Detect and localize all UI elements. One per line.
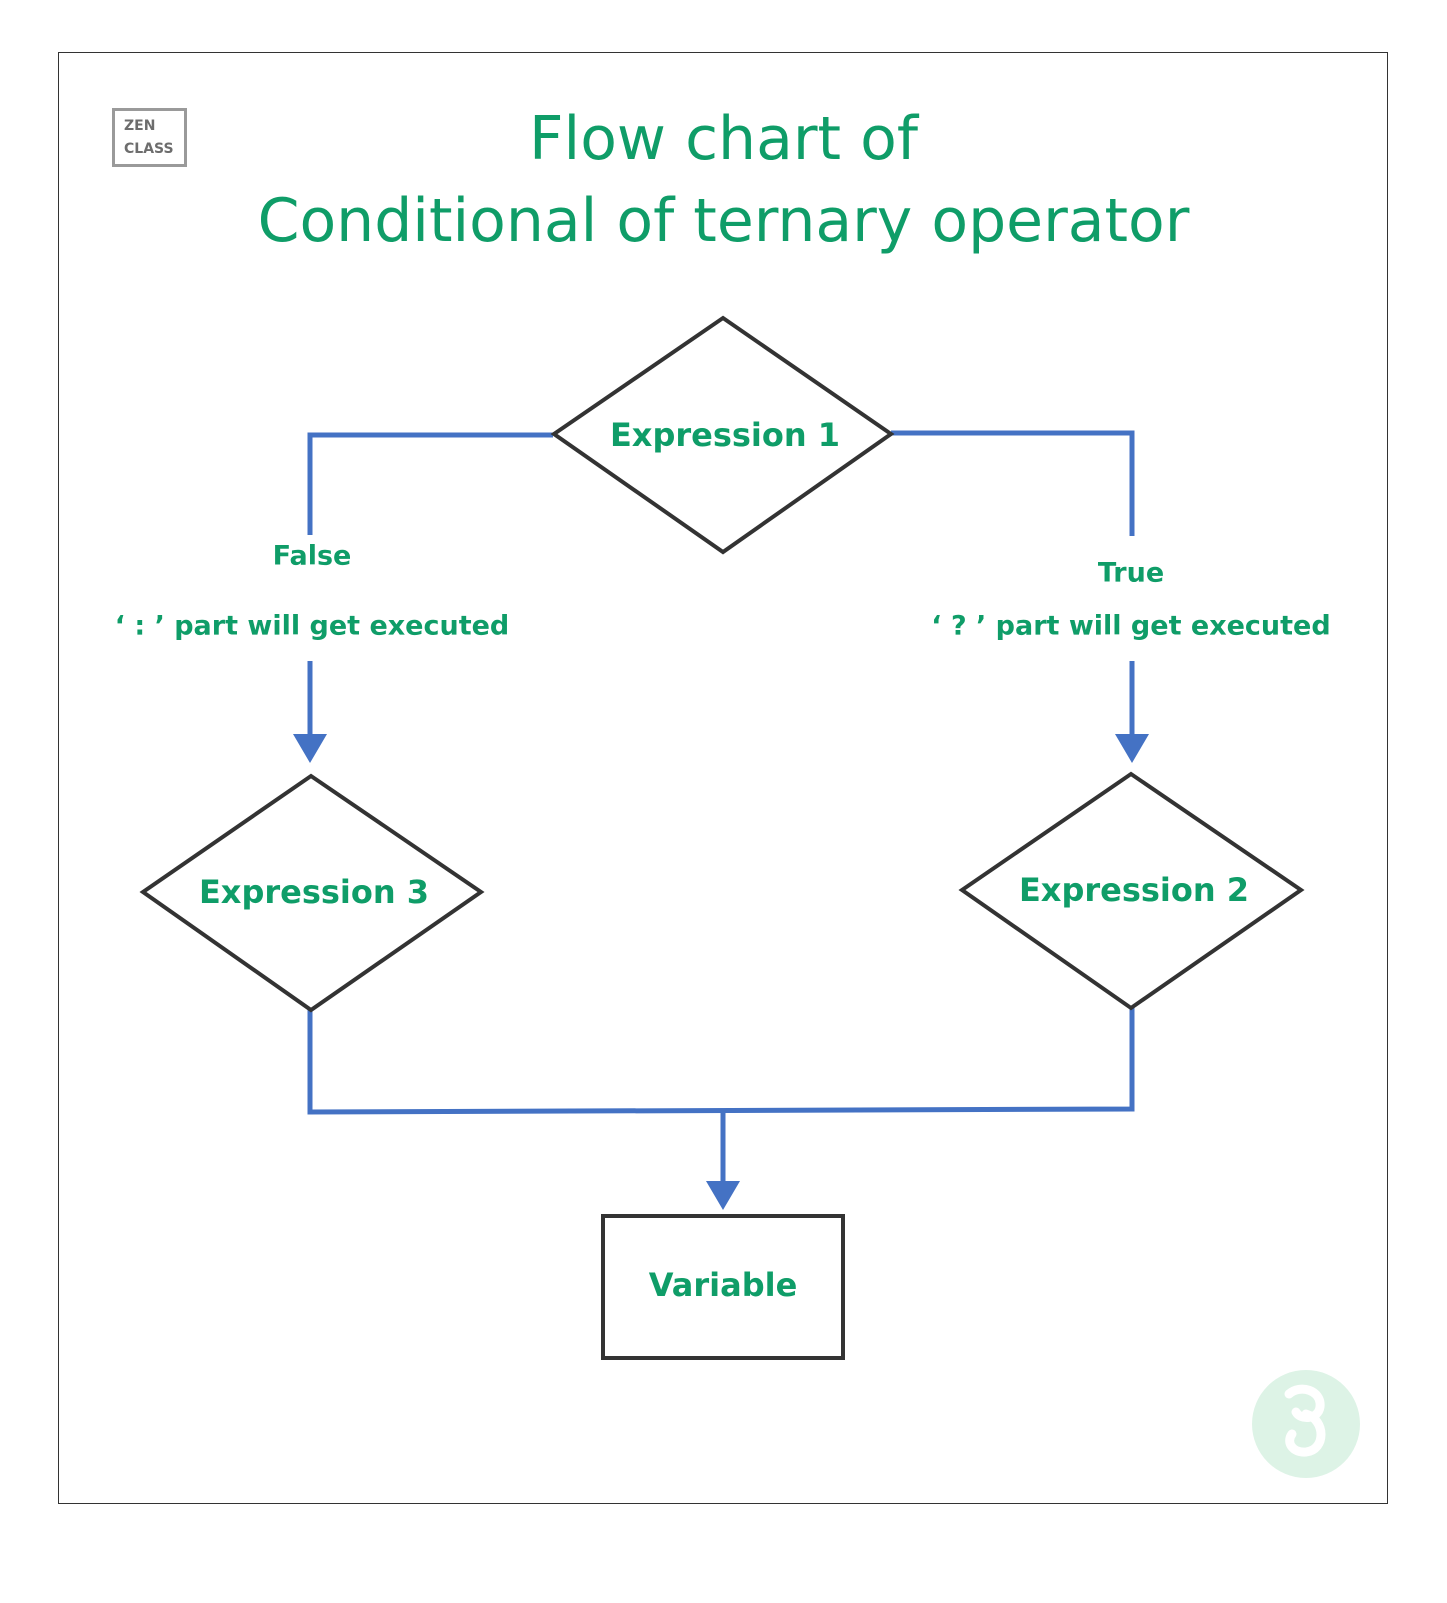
- true-branch-line-top: [891, 430, 1135, 536]
- false-label: False: [273, 541, 352, 572]
- expression-3-diamond: [139, 773, 485, 1013]
- expression-1-label: Expression 1: [610, 416, 840, 454]
- variable-label: Variable: [649, 1266, 798, 1304]
- variable-arrowhead: [706, 1181, 740, 1210]
- false-branch-line-top: [307, 432, 553, 535]
- true-label: True: [1098, 558, 1164, 589]
- expression-3-label: Expression 3: [199, 873, 429, 911]
- title-line-2: Conditional of ternary operator: [257, 186, 1190, 256]
- expression-2-label: Expression 2: [1019, 871, 1249, 909]
- false-arrowhead: [293, 734, 327, 763]
- shapes: [139, 315, 1305, 1360]
- logo-line-2: CLASS: [124, 141, 174, 157]
- false-description: ‘ : ’ part will get executed: [115, 611, 510, 642]
- gfg-logo-icon: [1252, 1370, 1360, 1478]
- zen-class-logo: ZEN CLASS: [112, 108, 187, 167]
- true-arrowhead: [1115, 734, 1149, 763]
- connectors: [307, 430, 1135, 1183]
- expression-1-diamond: [550, 315, 895, 555]
- merge-line: [307, 1008, 1135, 1115]
- logo-line-1: ZEN: [124, 118, 156, 134]
- arrowheads: [293, 734, 1149, 1210]
- title-line-1: Flow chart of: [529, 104, 918, 174]
- true-description: ‘ ? ’ part will get executed: [931, 611, 1330, 642]
- expression-2-diamond: [958, 771, 1305, 1011]
- variable-box: [601, 1214, 845, 1360]
